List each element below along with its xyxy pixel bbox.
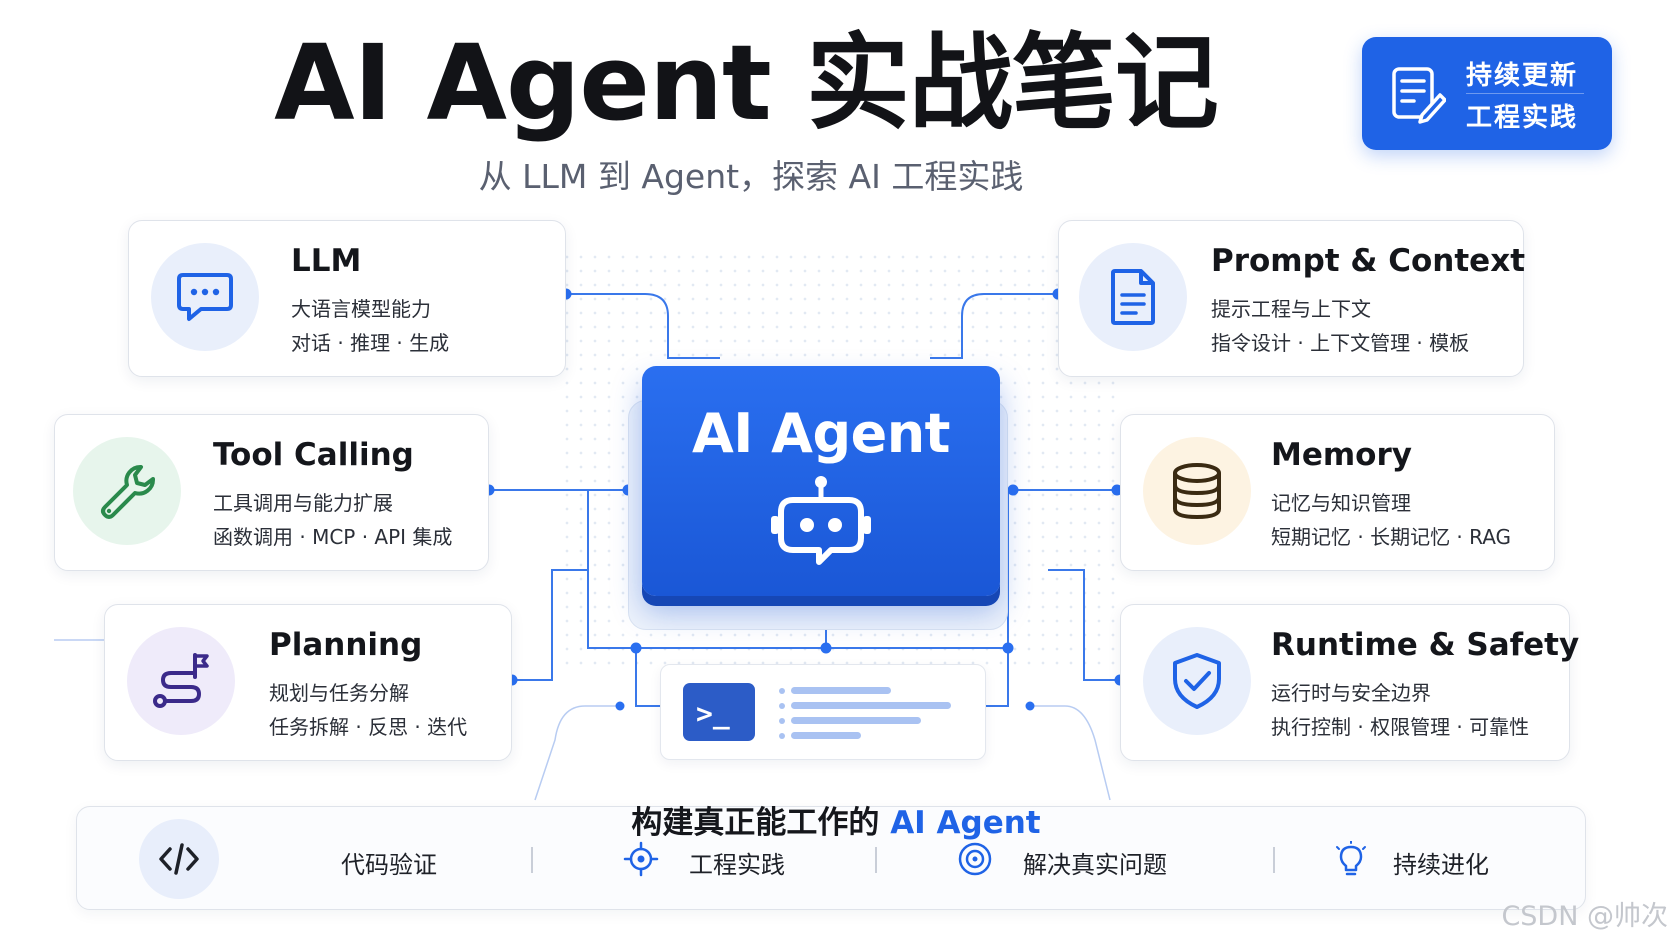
center-title: AI Agent [691,402,951,465]
badge-line-2: 工程实践 [1466,103,1579,133]
card-runtime-safety: Runtime & Safety 运行时与安全边界 执行控制 · 权限管理 · … [1120,604,1579,761]
card-subtitle: 大语言模型能力 [291,297,431,321]
card-title: LLM [291,243,362,279]
bottom-title: 构建真正能工作的 AI Agent [0,797,1672,842]
card-title: Tool Calling [213,437,414,473]
terminal-line-dot [779,718,785,724]
card-title: Planning [269,627,423,663]
watermark: CSDN @帅次 [1501,901,1668,932]
card-subtitle: 规划与任务分解 [269,681,409,705]
card-title: Runtime & Safety [1271,627,1580,663]
terminal-line [791,687,891,694]
page-title: AI Agent 实战笔记 [274,22,1219,144]
terminal-prompt-text: >_ [696,697,730,730]
card-subtitle: 工具调用与能力扩展 [213,491,393,515]
card-prompt-context: Prompt & Context 提示工程与上下文 指令设计 · 上下文管理 ·… [1058,220,1526,377]
code-icon [159,843,199,875]
card-details: 任务拆解 · 反思 · 迭代 [269,715,468,739]
database-icon [1173,463,1221,520]
terminal-icon: >_ [683,683,755,741]
runtime-icon-circle [1143,627,1251,735]
bottom-divider [531,847,533,873]
bottom-divider [1273,847,1275,873]
terminal-line [791,702,951,709]
bottom-bar: 代码验证 工程实践 解决真实问题 持续进化 [76,806,1586,910]
update-badge: 持续更新 工程实践 [1362,37,1612,150]
lightbulb-icon [1336,841,1366,876]
card-details: 指令设计 · 上下文管理 · 模板 [1211,331,1470,355]
card-details: 对话 · 推理 · 生成 [291,331,450,355]
terminal-line [791,717,921,724]
chat-bubble-icon [177,273,233,321]
route-flag-icon [153,653,209,708]
badge-divider [1466,93,1584,94]
wrench-icon [101,465,155,519]
bottom-item-label: 解决真实问题 [1023,851,1167,879]
page-subtitle: 从 LLM 到 Agent，探索 AI 工程实践 [478,157,1024,196]
document-icon [1111,269,1155,325]
memory-icon-circle [1143,437,1251,545]
target-icon [958,842,992,876]
center-ai-agent-block: AI Agent [642,366,1000,596]
shield-check-icon [1173,653,1221,709]
card-details: 函数调用 · MCP · API 集成 [213,525,453,549]
bottom-item-label: 工程实践 [689,851,785,879]
card-subtitle: 运行时与安全边界 [1271,681,1431,705]
bottom-item-label: 代码验证 [341,851,437,879]
bottom-title-prefix: 构建真正能工作的 [631,805,880,841]
terminal-panel: >_ [660,664,986,760]
bottom-title-accent: AI Agent [890,805,1041,841]
card-subtitle: 提示工程与上下文 [1211,297,1371,321]
terminal-line-dot [779,733,785,739]
bottom-divider [875,847,877,873]
terminal-line-dot [779,688,785,694]
code-icon-circle [139,819,219,899]
llm-icon-circle [151,243,259,351]
tool-icon-circle [73,437,181,545]
bottom-item-label: 持续进化 [1393,851,1489,879]
card-title: Prompt & Context [1211,243,1526,279]
crosshair-icon [623,841,659,877]
prompt-icon-circle [1079,243,1187,351]
card-title: Memory [1271,437,1412,473]
card-memory: Memory 记忆与知识管理 短期记忆 · 长期记忆 · RAG [1120,414,1555,571]
card-details: 短期记忆 · 长期记忆 · RAG [1271,525,1512,549]
card-subtitle: 记忆与知识管理 [1271,491,1411,515]
badge-line-1: 持续更新 [1466,61,1579,91]
card-details: 执行控制 · 权限管理 · 可靠性 [1271,715,1530,739]
note-edit-icon [1392,67,1446,124]
card-tool-calling: Tool Calling 工具调用与能力扩展 函数调用 · MCP · API … [54,414,489,571]
terminal-line-dot [779,703,785,709]
robot-icon [771,476,871,565]
terminal-line [791,732,861,739]
card-llm: LLM 大语言模型能力 对话 · 推理 · 生成 [128,220,566,377]
card-planning: Planning 规划与任务分解 任务拆解 · 反思 · 迭代 [104,604,512,761]
planning-icon-circle [127,627,235,735]
